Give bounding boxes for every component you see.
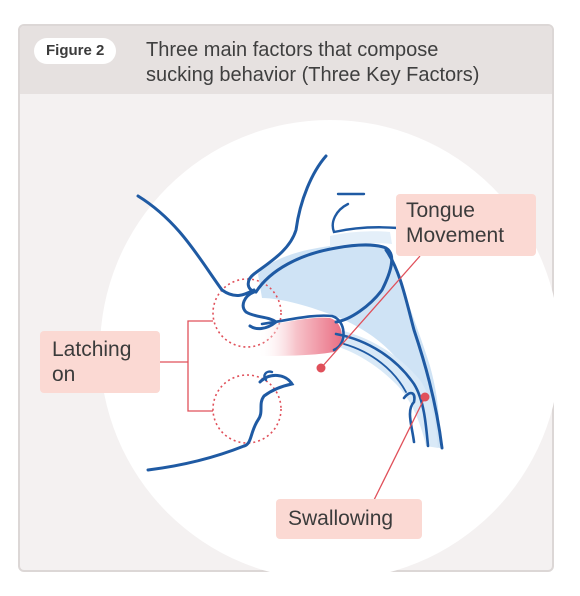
- palate-outline: [254, 243, 394, 324]
- swallowing-label-text: Swallowing: [288, 507, 394, 530]
- pharynx-back-wall: [384, 248, 444, 450]
- figure-title-line-1: Three main factors that compose: [146, 39, 439, 61]
- nipple-tongue: [258, 317, 342, 356]
- nasal-passage-line: [331, 192, 400, 234]
- lower-lip-outline: [242, 374, 295, 448]
- face-profile-outline: [136, 194, 256, 297]
- nasal-band: [330, 231, 392, 248]
- figure-title: Three main factors that compose sucking …: [146, 38, 546, 88]
- throat-curve: [334, 332, 430, 448]
- tongue-leader-line: [320, 255, 421, 369]
- tongue-label-line-1: Tongue: [406, 199, 475, 222]
- swallowing-label: Swallowing: [276, 499, 422, 539]
- latching-bracket: [160, 320, 213, 412]
- lower-jaw-curl: [263, 370, 274, 382]
- lower-lip-dotted-circle: [212, 374, 282, 444]
- tongue-label-line-2: Movement: [406, 224, 505, 247]
- figure-title-line-2: sucking behavior (Three Key Factors): [146, 64, 480, 86]
- inner-throat-line: [343, 343, 407, 393]
- swallowing-dot: [420, 392, 430, 402]
- figure-header: Figure 2 Three main factors that compose…: [20, 26, 552, 94]
- larynx-outline: [402, 391, 416, 444]
- tongue-movement-label: Tongue Movement: [396, 194, 536, 256]
- figure-label: Figure 2: [34, 38, 117, 64]
- swallowing-leader-line: [373, 396, 426, 501]
- latching-on-label: Latching on: [40, 331, 160, 393]
- tongue-outline: [260, 314, 345, 352]
- palate-fill: [258, 243, 440, 448]
- upper-lip-dotted-circle: [212, 278, 282, 348]
- nose-outline: [246, 154, 328, 294]
- latching-label-line-1: Latching: [52, 338, 132, 361]
- chin-outline: [146, 444, 246, 472]
- tongue-dot: [316, 363, 326, 373]
- latching-label-line-2: on: [52, 363, 76, 386]
- upper-lip-outline: [241, 290, 279, 331]
